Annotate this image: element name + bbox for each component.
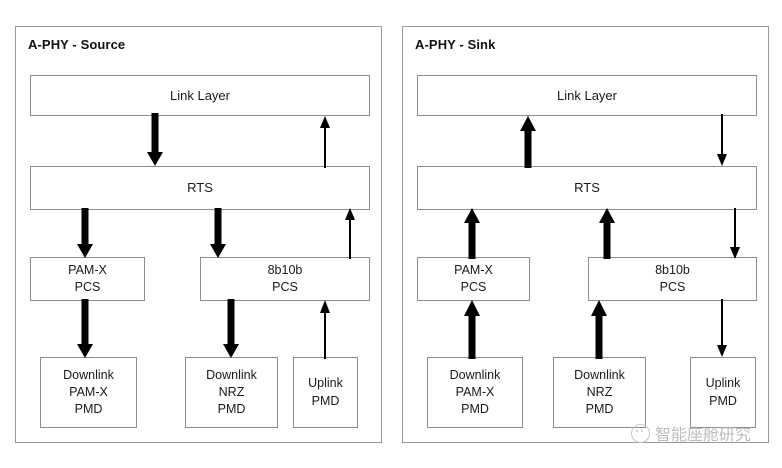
sink-link-layer-label: Link Layer [557,87,617,103]
sink-uplink-pmd-box: Uplink PMD [690,357,756,428]
source-downlink-pamx-pmd-box: Downlink PAM-X PMD [40,357,137,428]
source-downlink-pamx-pmd-line1: Downlink [63,367,114,382]
source-pamx-pcs-line2: PCS [74,280,101,294]
watermark: 智能座舱研究 [631,421,751,445]
panel-source-title: A-PHY - Source [28,37,126,52]
source-pamx-pcs-box: PAM-X PCS [30,257,145,301]
sink-downlink-pamx-pmd-box: Downlink PAM-X PMD [427,357,523,428]
source-downlink-nrz-pmd-line3: PMD [217,402,246,417]
source-downlink-nrz-pmd-line1: Downlink [206,367,257,382]
source-downlink-nrz-pmd-line2: NRZ [218,384,245,399]
sink-8b10b-pcs-line2: PCS [659,280,686,294]
sink-downlink-nrz-pmd-box: Downlink NRZ PMD [553,357,646,428]
source-8b10b-pcs-line2: PCS [272,280,298,294]
sink-8b10b-pcs-line1: 8b10b [655,262,690,277]
sink-pamx-pcs-line1: PAM-X [454,262,493,277]
source-uplink-pmd-line2: PMD [311,393,340,408]
sink-pamx-pcs-box: PAM-X PCS [417,257,530,301]
source-downlink-pamx-pmd-line3: PMD [74,402,103,417]
source-8b10b-pcs-line1: 8b10b [267,262,303,277]
sink-downlink-nrz-pmd-line3: PMD [585,402,614,417]
source-rts-label: RTS [187,180,213,196]
watermark-text: 智能座舱研究 [655,425,752,444]
source-8b10b-pcs-box: 8b10b PCS [200,257,370,301]
sink-downlink-pamx-pmd-line3: PMD [461,402,489,417]
sink-downlink-pamx-pmd-line2: PAM-X [455,384,495,399]
source-link-layer-box: Link Layer [30,75,370,116]
sink-downlink-nrz-pmd-line1: Downlink [574,367,625,382]
source-downlink-nrz-pmd-box: Downlink NRZ PMD [185,357,278,428]
source-uplink-pmd-line1: Uplink [308,376,343,391]
sink-downlink-pamx-pmd-line1: Downlink [449,367,501,382]
source-link-layer-label: Link Layer [170,87,230,103]
sink-rts-box: RTS [417,166,757,210]
source-downlink-pamx-pmd-line2: PAM-X [69,384,108,399]
source-uplink-pmd-box: Uplink PMD [293,357,358,428]
panel-sink-title: A-PHY - Sink [415,37,496,52]
sink-pamx-pcs-line2: PCS [460,280,487,294]
sink-uplink-pmd-line1: Uplink [705,376,741,391]
sink-8b10b-pcs-box: 8b10b PCS [588,257,757,301]
sink-rts-label: RTS [574,180,600,196]
sink-uplink-pmd-line2: PMD [709,393,737,408]
source-rts-box: RTS [30,166,370,210]
source-pamx-pcs-line1: PAM-X [68,262,107,277]
wechat-logo-icon [631,423,650,443]
sink-link-layer-box: Link Layer [417,75,757,116]
sink-downlink-nrz-pmd-line2: NRZ [586,384,613,399]
